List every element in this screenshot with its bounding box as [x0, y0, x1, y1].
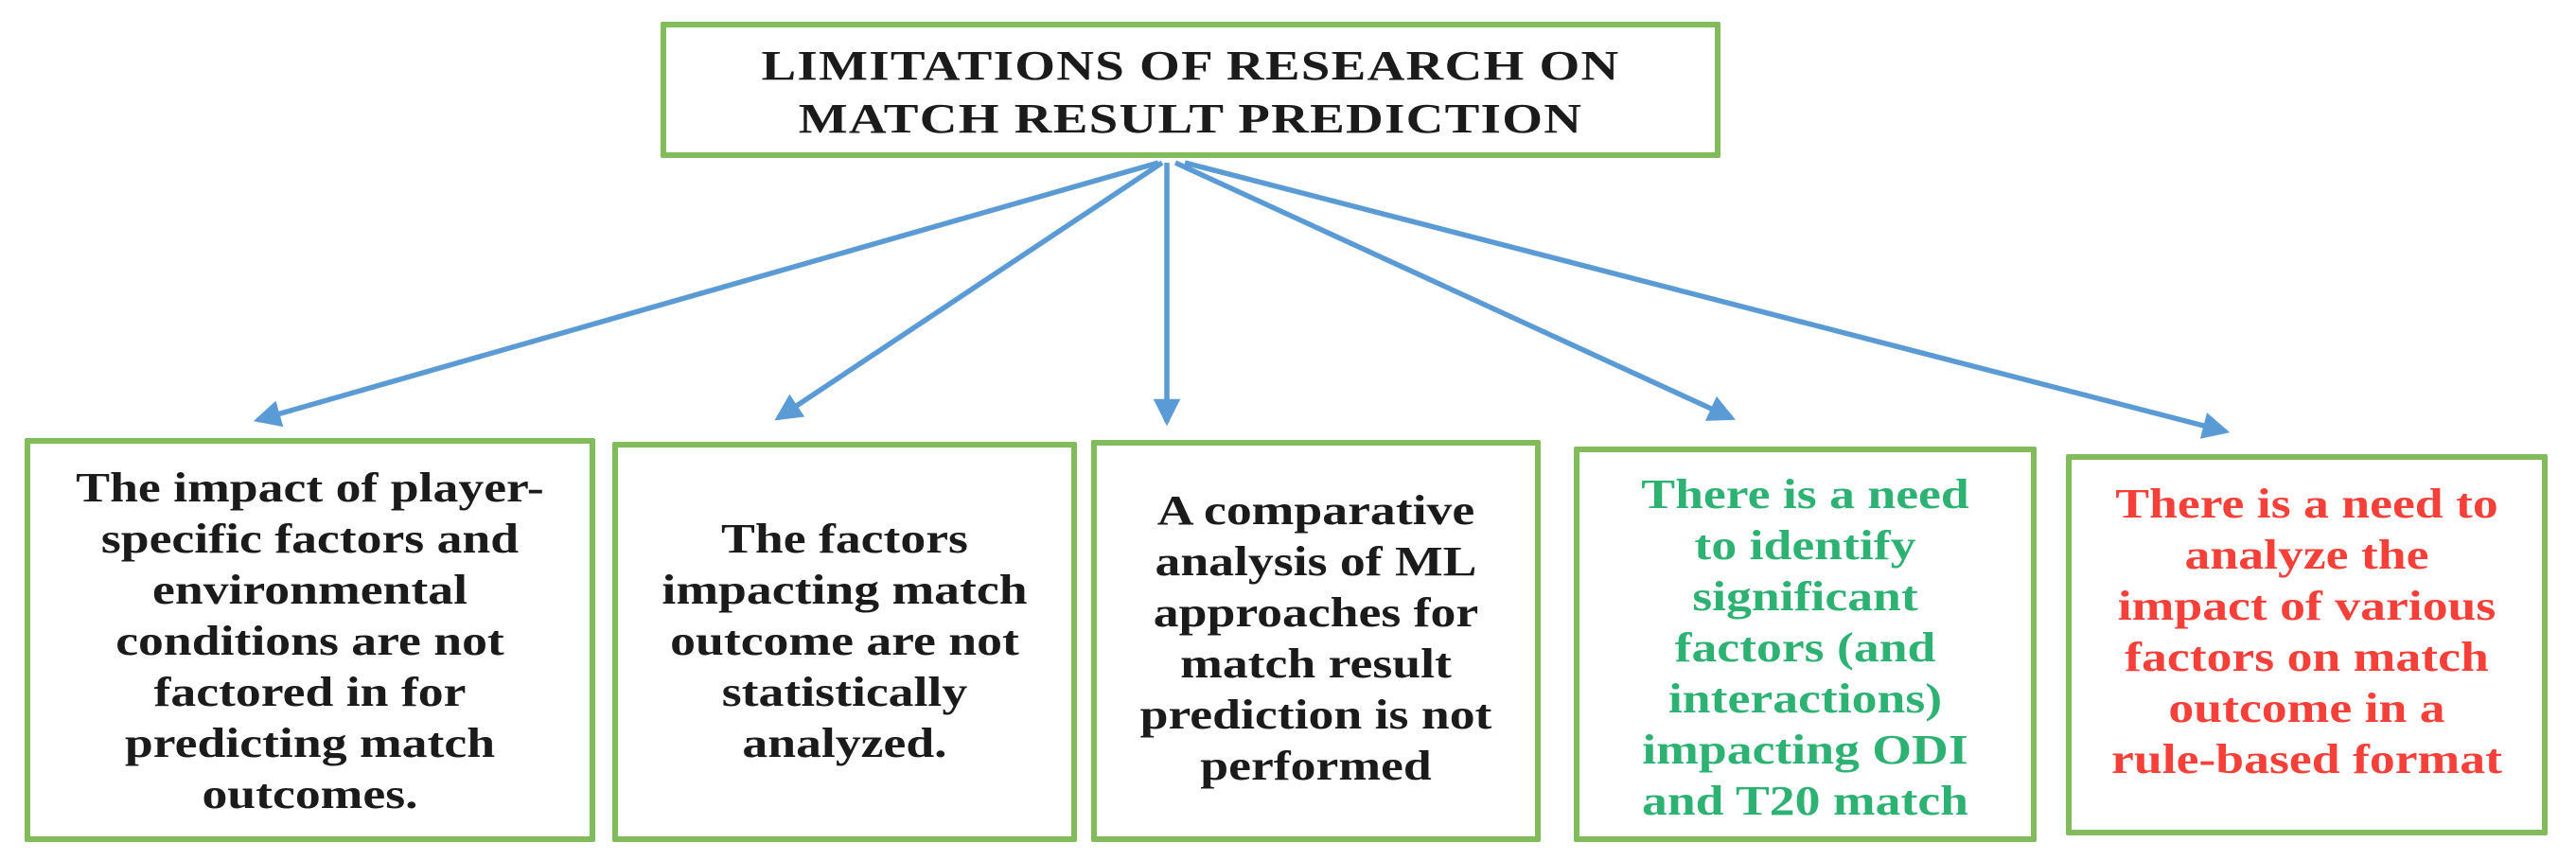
arrow-to-box-2	[774, 160, 1164, 421]
diagram-title: LIMITATIONS OF RESEARCH ON MATCH RESULT …	[761, 43, 1620, 142]
arrow-to-box-4	[1173, 160, 1736, 421]
limitation-box-2: The factors impacting match outcome are …	[612, 442, 1077, 842]
limitation-box-1: The impact of player- specific factors a…	[25, 438, 595, 842]
limitation-text-5: There is a need to analyze the impact of…	[2111, 481, 2502, 782]
limitation-text-1: The impact of player- specific factors a…	[76, 465, 544, 817]
limitation-box-3: A comparative analysis of ML approaches …	[1091, 440, 1541, 842]
limitation-box-5: There is a need to analyze the impact of…	[2066, 454, 2548, 835]
arrow-to-box-1	[253, 160, 1159, 428]
arrow-to-box-5	[1184, 160, 2231, 439]
limitation-text-3: A comparative analysis of ML approaches …	[1139, 487, 1492, 789]
title-box: LIMITATIONS OF RESEARCH ON MATCH RESULT …	[661, 22, 1720, 158]
limitation-text-4: There is a need to identify significant …	[1641, 471, 1969, 824]
limitation-text-2: The factors impacting match outcome are …	[662, 516, 1028, 766]
limitation-box-4: There is a need to identify significant …	[1574, 447, 2037, 842]
